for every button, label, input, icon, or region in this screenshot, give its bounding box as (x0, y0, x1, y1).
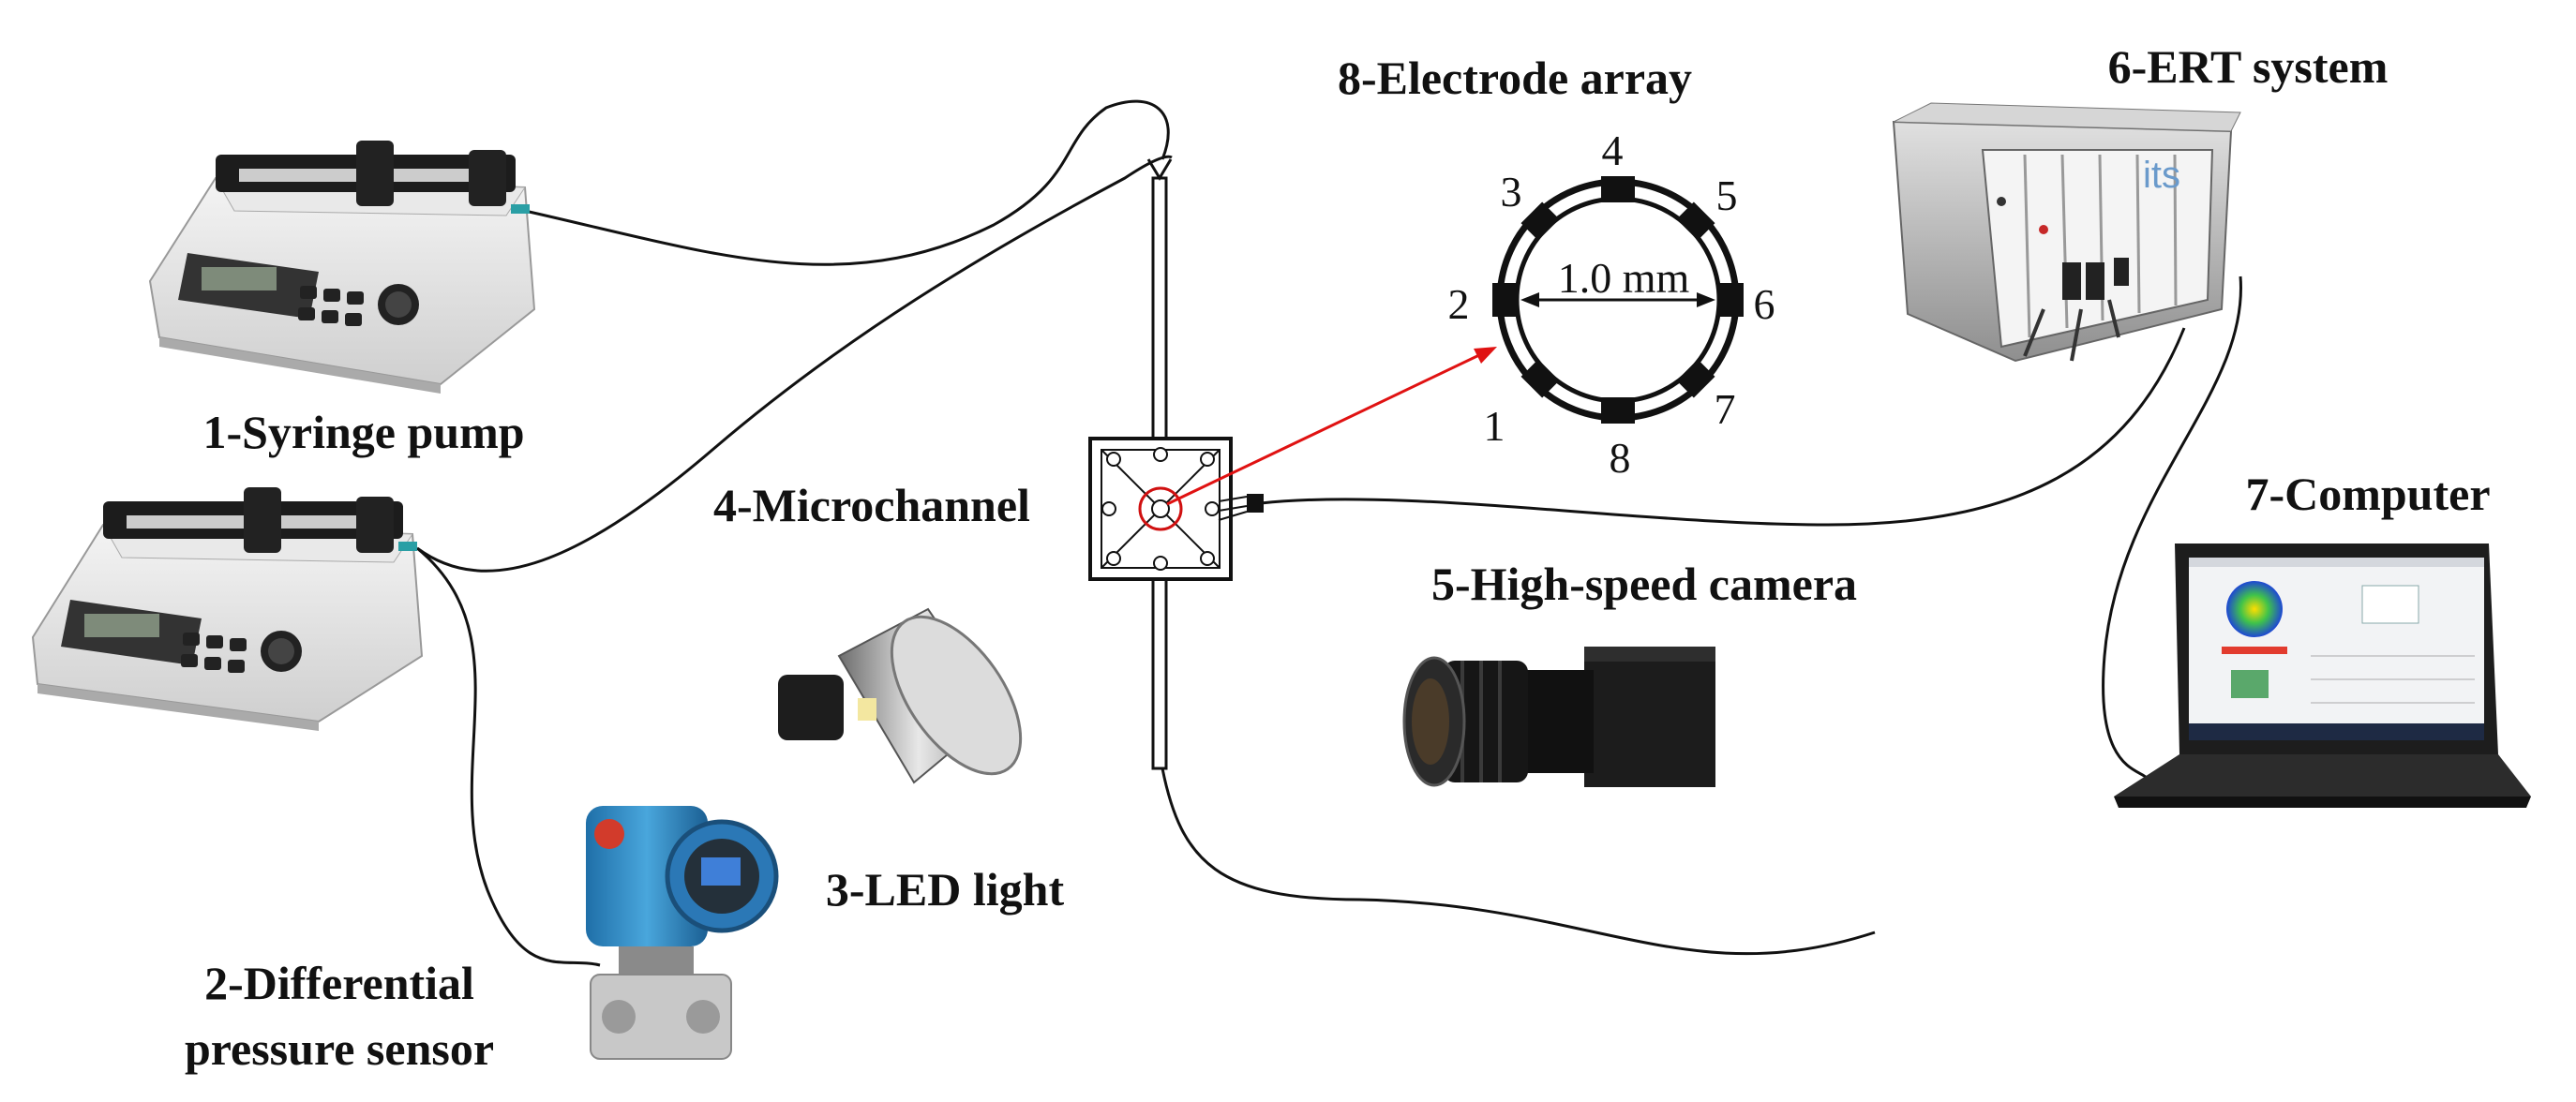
electrode-2 (1492, 283, 1519, 317)
label-led-light: 3-LED light (826, 863, 1065, 916)
electrode-6 (1717, 283, 1744, 317)
label-ert-system: 6-ERT system (2108, 40, 2389, 93)
high-speed-camera (1402, 647, 1715, 787)
laptop-computer (2114, 544, 2531, 808)
tube-pump1-to-channel (524, 99, 1170, 266)
electrode-5 (1676, 201, 1715, 241)
label-microchannel: 4-Microchannel (713, 479, 1030, 531)
electrode-number-4: 4 (1602, 127, 1624, 174)
ert-system: its (1892, 102, 2241, 363)
tube-pump2-to-sensor (416, 546, 601, 967)
electrode-7 (1676, 359, 1715, 398)
electrode-4 (1601, 176, 1635, 202)
electrode-array: 1.0 mm 1 2 3 4 5 6 7 8 (1448, 127, 1775, 482)
electrode-number-2: 2 (1448, 280, 1470, 328)
component-labels: 1-Syringe pump 2-Differential pressure s… (185, 40, 2491, 1075)
label-pressure-sensor-line2: pressure sensor (185, 1022, 494, 1075)
tubing-and-cables (416, 99, 2242, 967)
label-computer: 7-Computer (2245, 468, 2490, 520)
label-pressure-sensor-line1: 2-Differential (204, 957, 474, 1009)
electrode-8 (1601, 397, 1635, 424)
led-light (778, 607, 1023, 784)
electrode-number-7: 7 (1715, 385, 1736, 433)
electrode-number-3: 3 (1501, 168, 1522, 216)
tube-pump2-to-channel (416, 155, 1173, 573)
cable-channel-to-ert (1260, 327, 2186, 527)
electrode-number-5: 5 (1716, 171, 1738, 219)
differential-pressure-sensor (586, 806, 779, 1060)
electrode-blocks (1492, 176, 1744, 424)
electrode-diameter-label: 1.0 mm (1558, 254, 1690, 302)
ert-brand-text: its (2143, 155, 2180, 196)
tube-outlet (1161, 767, 1876, 956)
label-high-speed-camera: 5-High-speed camera (1431, 558, 1857, 610)
syringe-pump-2 (31, 487, 424, 731)
electrode-3 (1520, 201, 1560, 241)
electrode-number-6: 6 (1754, 280, 1775, 328)
zoom-arrow (1166, 347, 1497, 506)
electrode-1 (1520, 359, 1560, 398)
microchannel (1088, 158, 1264, 770)
electrode-number-1: 1 (1484, 402, 1505, 450)
cable-ert-to-computer (2102, 276, 2242, 780)
syringe-pump-1 (148, 141, 536, 394)
electrode-number-8: 8 (1610, 434, 1631, 482)
measurement-section-circle (1138, 486, 1183, 531)
label-electrode-array: 8-Electrode array (1338, 52, 1692, 104)
label-syringe-pump: 1-Syringe pump (202, 406, 524, 458)
